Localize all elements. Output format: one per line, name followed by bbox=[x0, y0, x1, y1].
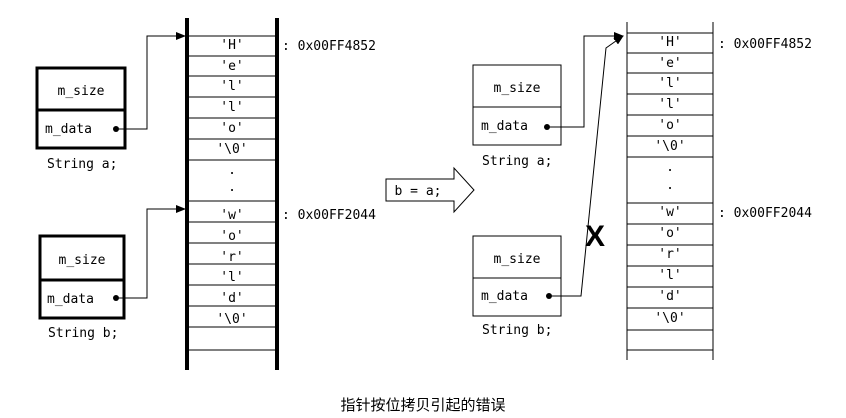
left-memory-cell-value: 'r' bbox=[220, 250, 243, 265]
right-a-pointer-arrow bbox=[550, 32, 624, 128]
left-memory-cell-value: 'o' bbox=[220, 121, 243, 136]
left-a-pointer-arrow bbox=[119, 32, 186, 130]
right-string-a-object: m_size m_data String a; bbox=[472, 64, 562, 169]
right-memory-cell-value: '\0' bbox=[654, 139, 685, 154]
left-string-b-object: m_size m_data String b; bbox=[38, 234, 126, 341]
left-b-pointer-arrow bbox=[119, 205, 186, 299]
right-b-name-label: String b; bbox=[482, 323, 552, 338]
left-a-mdata-label: m_data bbox=[45, 122, 92, 137]
left-b-mdata-label: m_data bbox=[47, 292, 94, 307]
left-memory-column: 'H' 'e' 'l' 'l' 'o' '\0'.. 'w' 'o' 'r' 'l' 'd' '\0' bbox=[185, 18, 279, 370]
left-string-a-object: m_size m_data String a; bbox=[35, 66, 127, 172]
right-memory-cell-value: . bbox=[666, 178, 674, 193]
left-memory-cell-value: '\0' bbox=[216, 142, 247, 157]
right-a-size-box bbox=[472, 64, 562, 108]
left-memory-cell-value: 'e' bbox=[220, 59, 243, 74]
right-memory-cell-value: 'w' bbox=[658, 205, 681, 220]
left-memory-cell-value: 'w' bbox=[220, 208, 243, 223]
left-memory-cell-value: . bbox=[228, 163, 236, 178]
right-memory-cell-value: 'r' bbox=[658, 247, 681, 262]
left-memory-cell-value: . bbox=[228, 180, 236, 195]
left-a-pointer-dot bbox=[113, 126, 119, 132]
right-address-hello: : 0x00FF4852 bbox=[718, 37, 812, 52]
left-b-pointer-dot bbox=[113, 295, 119, 301]
right-a-pointer-dot bbox=[544, 124, 550, 130]
left-memory-cell-value: '\0' bbox=[216, 312, 247, 327]
right-memory-cell-value: . bbox=[666, 160, 674, 175]
right-memory-cell-value: 'l' bbox=[658, 76, 681, 91]
left-b-data-box bbox=[38, 278, 126, 320]
right-b-msize-label: m_size bbox=[494, 252, 541, 267]
left-b-name-label: String b; bbox=[48, 326, 118, 341]
right-a-msize-label: m_size bbox=[494, 81, 541, 96]
right-memory-cell-value: 'l' bbox=[658, 97, 681, 112]
left-address-world: : 0x00FF2044 bbox=[282, 208, 376, 223]
left-b-msize-label: m_size bbox=[59, 253, 106, 268]
right-memory-column: 'H' 'e' 'l' 'l' 'o' '\0'.. 'w' 'o' 'r' 'l' 'd' '\0' bbox=[626, 22, 714, 360]
right-memory-cell-value: 'l' bbox=[658, 268, 681, 283]
left-memory-cell-value: 'l' bbox=[220, 100, 243, 115]
right-a-name-label: String a; bbox=[482, 154, 552, 169]
right-memory-cell-value: 'H' bbox=[658, 35, 681, 50]
right-address-world: : 0x00FF2044 bbox=[718, 206, 812, 221]
left-a-msize-label: m_size bbox=[58, 84, 105, 99]
right-b-pointer-arrow bbox=[552, 35, 624, 297]
figure-caption: 指针按位拷贝引起的错误 bbox=[340, 396, 505, 414]
right-memory-cell-value: 'e' bbox=[658, 56, 681, 71]
left-address-hello: : 0x00FF4852 bbox=[282, 39, 376, 54]
operation-arrow-shape bbox=[385, 166, 475, 214]
left-memory-cell-value: 'H' bbox=[220, 38, 243, 53]
left-a-data-box bbox=[35, 108, 127, 150]
right-memory-cell-value: 'o' bbox=[658, 226, 681, 241]
left-memory-cell-value: 'l' bbox=[220, 79, 243, 94]
left-memory-cell-value: 'l' bbox=[220, 270, 243, 285]
left-a-name-label: String a; bbox=[47, 157, 117, 172]
right-b-size-box bbox=[472, 235, 562, 279]
right-a-mdata-label: m_data bbox=[481, 119, 528, 134]
right-memory-cell-value: '\0' bbox=[654, 311, 685, 326]
right-memory-cell-value: 'd' bbox=[658, 289, 681, 304]
right-b-pointer-dot bbox=[546, 293, 552, 299]
left-memory-cell-value: 'o' bbox=[220, 229, 243, 244]
operation-label: b = a; bbox=[395, 184, 442, 199]
assignment-operation-arrow: b = a; bbox=[385, 166, 475, 214]
right-b-mdata-label: m_data bbox=[481, 289, 528, 304]
right-memory-cell-value: 'o' bbox=[658, 118, 681, 133]
left-memory-cell-value: 'd' bbox=[220, 291, 243, 306]
right-string-b-object: m_size m_data String b; bbox=[472, 235, 562, 338]
broken-link-x-mark: X bbox=[585, 220, 605, 253]
